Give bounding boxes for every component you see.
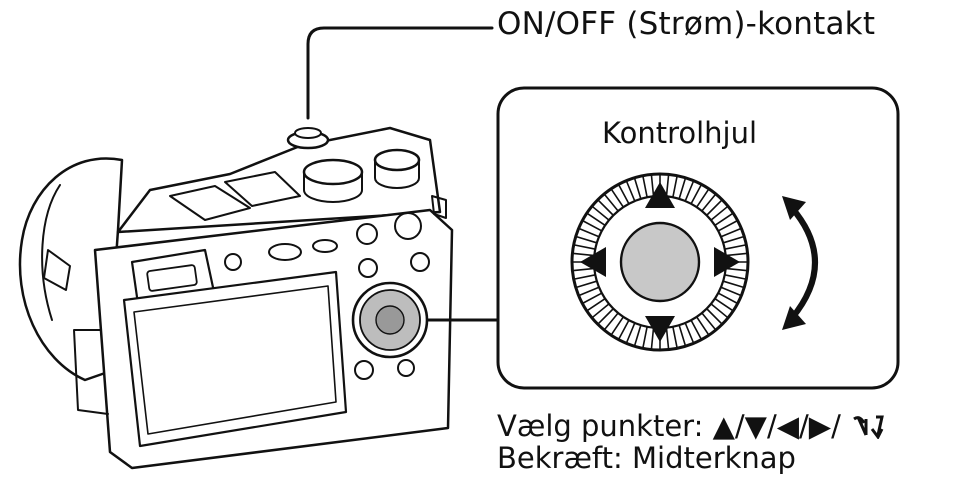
wheel-ridge [724,274,747,280]
arrow-left-icon [580,247,606,277]
wheel-ridge [706,199,723,216]
wheel-ridge [578,227,599,238]
wheel-ridge [578,286,599,297]
wheel-ridge [591,303,610,318]
curved-double-arrow-icon [782,196,818,330]
wheel-ridge [572,267,595,272]
camera-top-plate [116,126,442,234]
wheel-ridge [706,308,723,325]
wheel-ridge [690,184,702,204]
wheel-ridge [633,325,642,347]
wheel-ridge [678,177,687,199]
wheel-ridge [701,193,716,212]
arrow-up-icon [645,182,675,208]
wheel-ridge [604,312,619,331]
wheel-closeup [570,172,750,352]
arrow-down-icon [645,316,675,342]
wheel-ridge [575,235,597,244]
wheel-ridge [597,308,614,325]
wheel-ridge [575,280,597,289]
wheel-ridge [710,206,729,221]
wheel-ridge [714,298,734,312]
wheel-ridge [665,327,670,350]
wheel-ridge [650,174,655,197]
wheel-ridge [690,320,702,340]
wheel-ridge [582,220,602,232]
camera-lens [18,157,124,382]
wheel-ridge [723,280,745,289]
rotate-icon [853,415,884,440]
wheel-ridge [597,199,614,216]
camera-illustration [18,126,454,470]
wheel-ridge [714,212,734,226]
wheel-ridge [633,177,642,199]
wheel-ridge [672,326,678,349]
wheel-ridge [665,174,670,197]
wheel-ridge [591,206,610,221]
arrow-right-icon [714,247,740,277]
control-wheel-title: Kontrolhjul [602,116,758,150]
wheel-ridge [678,325,687,347]
wheel-ridge [604,193,619,212]
wheel-ridge [586,298,606,312]
wheel-ridge [572,252,595,257]
wheel-ridge [710,303,729,318]
wheel-ridge [610,188,624,208]
wheel-ridge [642,326,648,349]
wheel-ridge [721,286,742,297]
wheel-ridge [701,312,716,331]
wheel-ridge [625,180,636,201]
wheel-ridge [718,220,738,232]
confirm-instruction: Bekræft: Midterknap [497,441,796,475]
wheel-ridge [672,175,678,198]
select-instruction: Vælg punkter: ▲/▼/◀/▶/ [497,410,890,442]
lcd-screen [122,270,348,448]
wheel-ridge [618,184,630,204]
wheel-ridge [625,323,636,344]
power-callout-line [306,26,494,120]
wheel-ridge [610,316,624,336]
wheel-ridge [725,267,748,272]
wheel-ridge [642,175,648,198]
wheel-ridge [586,212,606,226]
wheel-ridge [696,316,710,336]
select-instruction-label: Vælg punkter: ▲/▼/◀/▶/ [497,409,841,443]
wheel-ridge [573,274,596,280]
camera-control-wheel [351,281,429,359]
wheel-ridge [684,180,695,201]
power-switch [286,127,330,150]
wheel-ridge [724,244,747,250]
wheel-ridge [684,323,695,344]
wheel-ridge [725,252,748,257]
wheel-ridge [618,320,630,340]
wheel-ridge [718,292,738,304]
power-switch-label: ON/OFF (Strøm)-kontakt [497,6,876,42]
wheel-ridge [721,227,742,238]
wheel-ridge [650,327,655,350]
wheel-ridge [582,292,602,304]
wheel-ridge [573,244,596,250]
wheel-ridge [696,188,710,208]
wheel-ridge [723,235,745,244]
